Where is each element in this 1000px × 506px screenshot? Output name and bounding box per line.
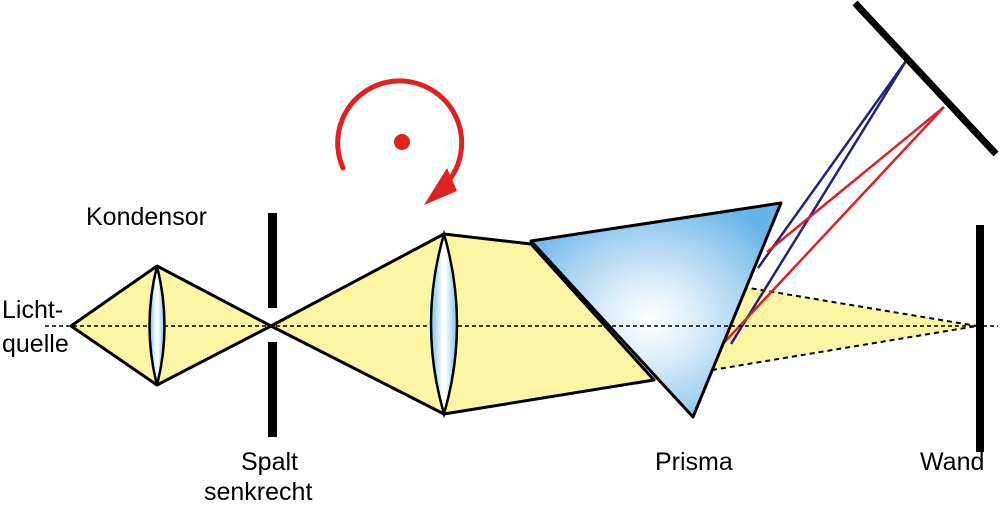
light-source-label-line2: quelle: [2, 330, 69, 358]
beam-to-wall-upper-edge: [724, 283, 978, 327]
slit-lower-blade: [268, 342, 277, 437]
prism: [529, 201, 783, 419]
condenser-lens: [148, 265, 166, 386]
slit-label-line2: senkrecht: [204, 478, 312, 506]
slit-label-line1: Spalt: [241, 448, 298, 476]
slit-upper-blade: [268, 213, 277, 308]
blue-ray-inner: [756, 60, 908, 269]
wall: [976, 225, 984, 452]
light-source-label-line1: Licht-: [2, 296, 63, 324]
rotation-arrow-icon: [335, 78, 465, 205]
objective-lens: [429, 229, 459, 419]
wall-label: Wand: [920, 448, 984, 476]
mirror: [852, 0, 999, 157]
beam-to-wall: [712, 284, 977, 370]
prism-label: Prisma: [655, 448, 733, 476]
slit-to-prism-beam: [269, 232, 656, 416]
blue-ray-outgoing: [729, 60, 908, 345]
red-ray-inner: [766, 106, 945, 253]
red-ray-outgoing: [719, 106, 945, 348]
condenser-label: Kondensor: [86, 203, 207, 231]
